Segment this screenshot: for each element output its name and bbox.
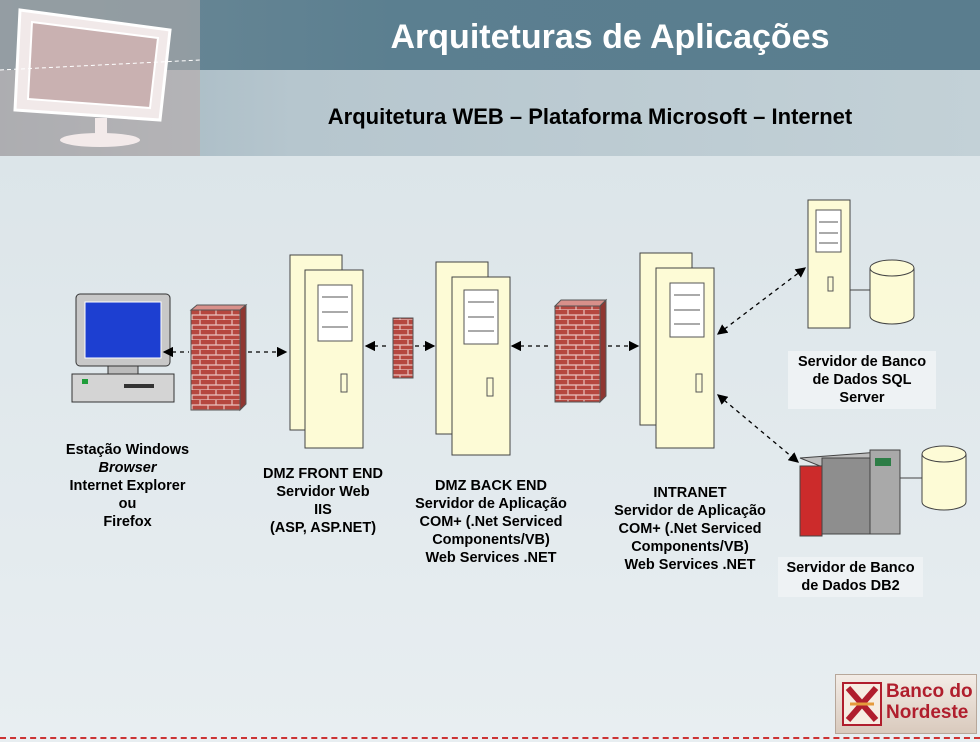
label-sql-server: Servidor de Banco de Dados SQL Server (788, 351, 936, 409)
client-line1: Estação Windows (65, 442, 190, 458)
back-end-line3: COM+ (.Net Serviced (419, 514, 563, 530)
front-end-line2: Servidor Web (276, 484, 370, 500)
logo-line1: Banco do (886, 681, 973, 702)
page-title: Arquiteturas de Aplicações (390, 18, 830, 56)
back-end-line4: Components/VB) (432, 532, 550, 548)
client-line3: Internet Explorer (69, 478, 186, 494)
front-end-line1: DMZ FRONT END (262, 466, 383, 482)
back-end-line5: Web Services .NET (425, 550, 557, 566)
bottom-divider (0, 737, 980, 739)
firewall-3-icon (553, 298, 608, 404)
front-end-line4: (ASP, ASP.NET) (269, 520, 377, 536)
back-end-line2: Servidor de Aplicação (415, 496, 567, 512)
banco-do-nordeste-logo: Banco do Nordeste (835, 674, 977, 734)
intranet-line3: COM+ (.Net Serviced (618, 521, 762, 537)
front-end-line3: IIS (314, 502, 332, 518)
label-db2: Servidor de Banco de Dados DB2 (778, 557, 923, 597)
sql-line3: Server (839, 390, 885, 406)
client-line2: Browser (98, 460, 157, 476)
logo-line2: Nordeste (886, 702, 969, 723)
db2-line1: Servidor de Banco (786, 560, 915, 576)
firewall-2-icon (392, 317, 414, 379)
back-end-line1: DMZ BACK END (435, 478, 547, 494)
intranet-line4: Components/VB) (631, 539, 749, 555)
intranet-server-icon (639, 252, 715, 449)
label-client: Estação Windows Browser Internet Explore… (60, 441, 195, 531)
sql-line1: Servidor de Banco (797, 354, 927, 370)
workstation-icon (71, 293, 175, 403)
intranet-line5: Web Services .NET (624, 557, 756, 573)
db2-database-icon (921, 445, 967, 511)
label-front-end: DMZ FRONT END Servidor Web IIS (ASP, ASP… (248, 465, 398, 537)
page-subtitle: Arquitetura WEB – Plataforma Microsoft –… (327, 104, 853, 129)
front-end-server-icon (289, 254, 364, 449)
client-line5: Firefox (103, 514, 152, 530)
back-end-server-icon (435, 261, 511, 456)
intranet-line2: Servidor de Aplicação (614, 503, 766, 519)
client-line4: ou (118, 496, 137, 512)
sql-line2: de Dados SQL (812, 372, 912, 388)
label-intranet: INTRANET Servidor de Aplicação COM+ (.Ne… (600, 484, 780, 574)
db2-server-icon (799, 449, 922, 537)
sql-server-icon (807, 199, 870, 329)
firewall-1-icon (189, 303, 248, 412)
sql-database-icon (869, 259, 915, 325)
monitor-decoration-icon (0, 0, 200, 156)
intranet-line1: INTRANET (653, 485, 727, 501)
bnb-logo-icon (842, 682, 882, 726)
label-back-end: DMZ BACK END Servidor de Aplicação COM+ … (400, 477, 582, 567)
connectors (162, 267, 807, 463)
db2-line2: de Dados DB2 (801, 578, 900, 594)
